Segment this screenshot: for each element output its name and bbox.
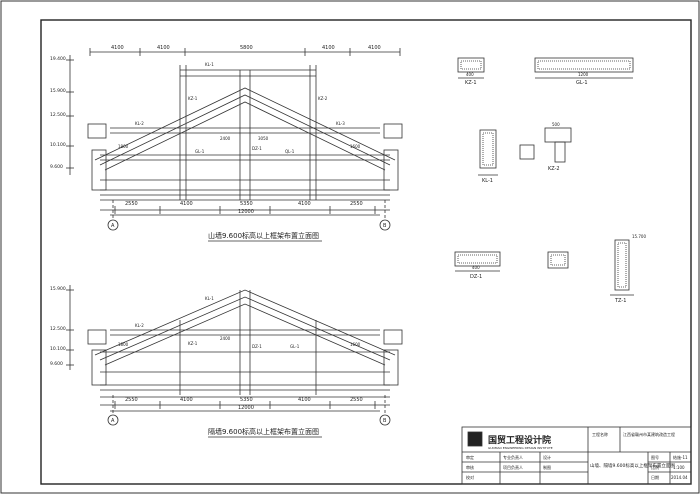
member-label: KL-3: [336, 121, 345, 126]
grid-bubble-right: B: [383, 223, 387, 229]
total-dim: 12000: [238, 209, 254, 215]
grid-bubble-left: A: [111, 418, 115, 424]
title-block: [461, 426, 692, 485]
field-label: 比例: [651, 464, 659, 470]
section-name-gl1: GL-1: [576, 80, 588, 86]
sheet-inner-border: [40, 19, 692, 485]
bottom-dim-2: 4100: [180, 201, 193, 207]
member-label: KL-1: [205, 296, 214, 301]
elev-5: 9.600: [50, 164, 63, 170]
elev-2: 15.900: [50, 88, 66, 94]
small-dim: 2400: [220, 136, 231, 141]
top-dim-2: 4100: [157, 45, 170, 51]
elevation-top: [66, 48, 403, 231]
member-label: KZ-1: [188, 341, 198, 346]
role-label: 校对: [466, 474, 474, 480]
company-name-en: GUOMAO ENGINEERING DESIGN INSTITUTE: [488, 446, 553, 450]
member-label: KL-2: [135, 323, 144, 328]
bottom-dim-2: 4100: [180, 397, 193, 403]
member-label: KL-1: [205, 62, 214, 67]
total-dim: 12000: [238, 405, 254, 411]
elevation-bottom-labels: 2550 4100 5350 4100 2550 12000 15.900 12…: [50, 286, 387, 438]
small-dim: 1600: [350, 144, 361, 149]
elev-3: 10.100: [50, 346, 66, 352]
section-details: [454, 57, 634, 296]
section-name-kl1: KL-1: [482, 178, 493, 184]
top-dim-1: 4100: [111, 45, 124, 51]
grid-bubble-right: B: [383, 418, 387, 424]
role-label: 审核: [466, 464, 474, 470]
bottom-dim-5: 2550: [350, 201, 363, 207]
member-label: KL-2: [135, 121, 144, 126]
field-value: 结施-11: [673, 454, 688, 460]
member-label: GL-1: [290, 344, 300, 349]
member-label: GL-1: [195, 149, 205, 154]
project-name: 江西省赣州市某建筑改造工程: [623, 431, 675, 437]
bottom-dim-3: 5350: [240, 201, 253, 207]
role-label: 制图: [543, 464, 551, 470]
role-label: 项目负责人: [503, 464, 523, 470]
elev-3: 12.500: [50, 112, 66, 118]
section-dim-dz1: 400: [472, 265, 480, 270]
bottom-dim-5: 2550: [350, 397, 363, 403]
elev-1: 15.900: [50, 286, 66, 292]
role-label: 专业负责人: [503, 454, 523, 460]
section-name-tz1: TZ-1: [614, 298, 626, 304]
elev-2: 12.500: [50, 326, 66, 332]
drawing-title: 山墙、隔墙9.600标高以上框架布置立面图: [590, 462, 675, 469]
elevation-bottom: [66, 285, 403, 426]
member-label: DZ-1: [252, 344, 262, 349]
member-label: KZ-1: [188, 96, 198, 101]
section-name-kz2: KZ-2: [548, 166, 560, 172]
elev-4: 10.100: [50, 142, 66, 148]
field-label: 日期: [651, 474, 659, 480]
role-label: 设计: [543, 454, 551, 460]
bottom-dim-1: 2550: [125, 397, 138, 403]
member-label: QL-1: [285, 149, 295, 154]
elev-1: 19.400: [50, 56, 66, 62]
small-dim: 3050: [258, 136, 269, 141]
elevation-bottom-title: 隔墙9.600标高以上框架布置立面图: [208, 427, 319, 436]
bottom-dim-1: 2550: [125, 201, 138, 207]
member-label: DZ-1: [252, 146, 262, 151]
top-dim-3: 5800: [240, 45, 253, 51]
bottom-dim-4: 4100: [298, 201, 311, 207]
field-label: 图号: [651, 454, 659, 460]
project-label: 工程名称: [592, 431, 608, 437]
member-label: KZ-2: [318, 96, 328, 101]
title-block-text: 国贸工程设计院 GUOMAO ENGINEERING DESIGN INSTIT…: [466, 431, 688, 480]
role-label: 审定: [466, 454, 474, 460]
small-dim: 2400: [220, 336, 231, 341]
small-dim: 1600: [350, 342, 361, 347]
elevation-top-labels: 4100 4100 5800 4100 4100 2550 4100 5350 …: [50, 45, 387, 242]
company-name: 国贸工程设计院: [488, 434, 551, 446]
bottom-dim-3: 5350: [240, 397, 253, 403]
elevation-top-title: 山墙9.600标高以上框架布置立面图: [208, 231, 319, 240]
section-dim-kz2: 500: [552, 122, 560, 127]
section-dim-tz1: 15.700: [632, 234, 646, 239]
top-dim-4: 4100: [322, 45, 335, 51]
section-name-kz1: KZ-1: [465, 80, 477, 86]
section-labels: KZ-1 400 GL-1 1200 KL-1 KZ-2 500 DZ-1 40…: [465, 72, 646, 304]
section-dim-gl1: 1200: [578, 72, 589, 77]
elev-4: 9.600: [50, 361, 63, 367]
bottom-dim-4: 4100: [298, 397, 311, 403]
field-value: 1:100: [673, 465, 685, 470]
top-dim-5: 4100: [368, 45, 381, 51]
small-dim: 1800: [118, 144, 129, 149]
section-name-dz1: DZ-1: [470, 274, 482, 280]
small-dim: 1800: [118, 342, 129, 347]
field-value: 2014.04: [671, 475, 688, 480]
section-dim-kz1: 400: [466, 72, 474, 77]
grid-bubble-left: A: [111, 223, 115, 229]
